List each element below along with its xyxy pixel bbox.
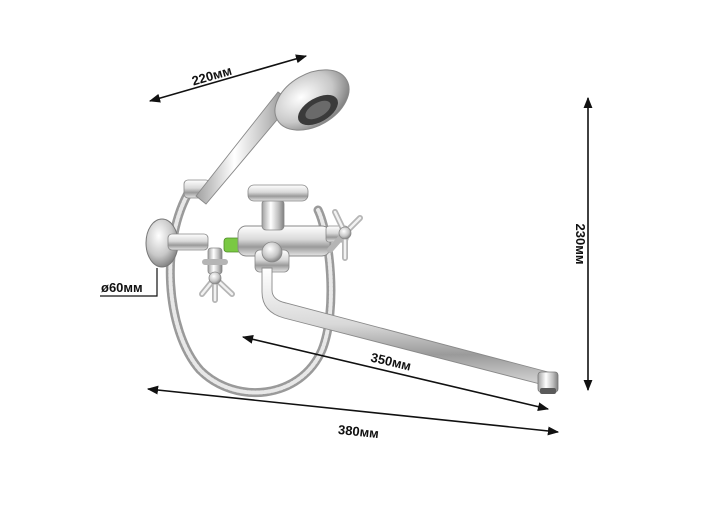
dimension-flange-diameter: ø60мм (100, 268, 158, 297)
dimension-label-flange-diameter: ø60мм (101, 280, 143, 295)
faucet-illustration (145, 69, 559, 398)
dimension-height: 230мм (573, 96, 593, 392)
right-cross-handle (325, 209, 363, 261)
dimension-label-spout-length: 350мм (369, 350, 412, 374)
dimension-label-shower-length: 220мм (190, 63, 233, 89)
left-cross-handle (199, 247, 235, 303)
dimension-total-length: 380мм (146, 385, 560, 441)
dimension-label-total-length: 380мм (337, 422, 379, 441)
dimension-label-height: 230мм (573, 224, 588, 265)
